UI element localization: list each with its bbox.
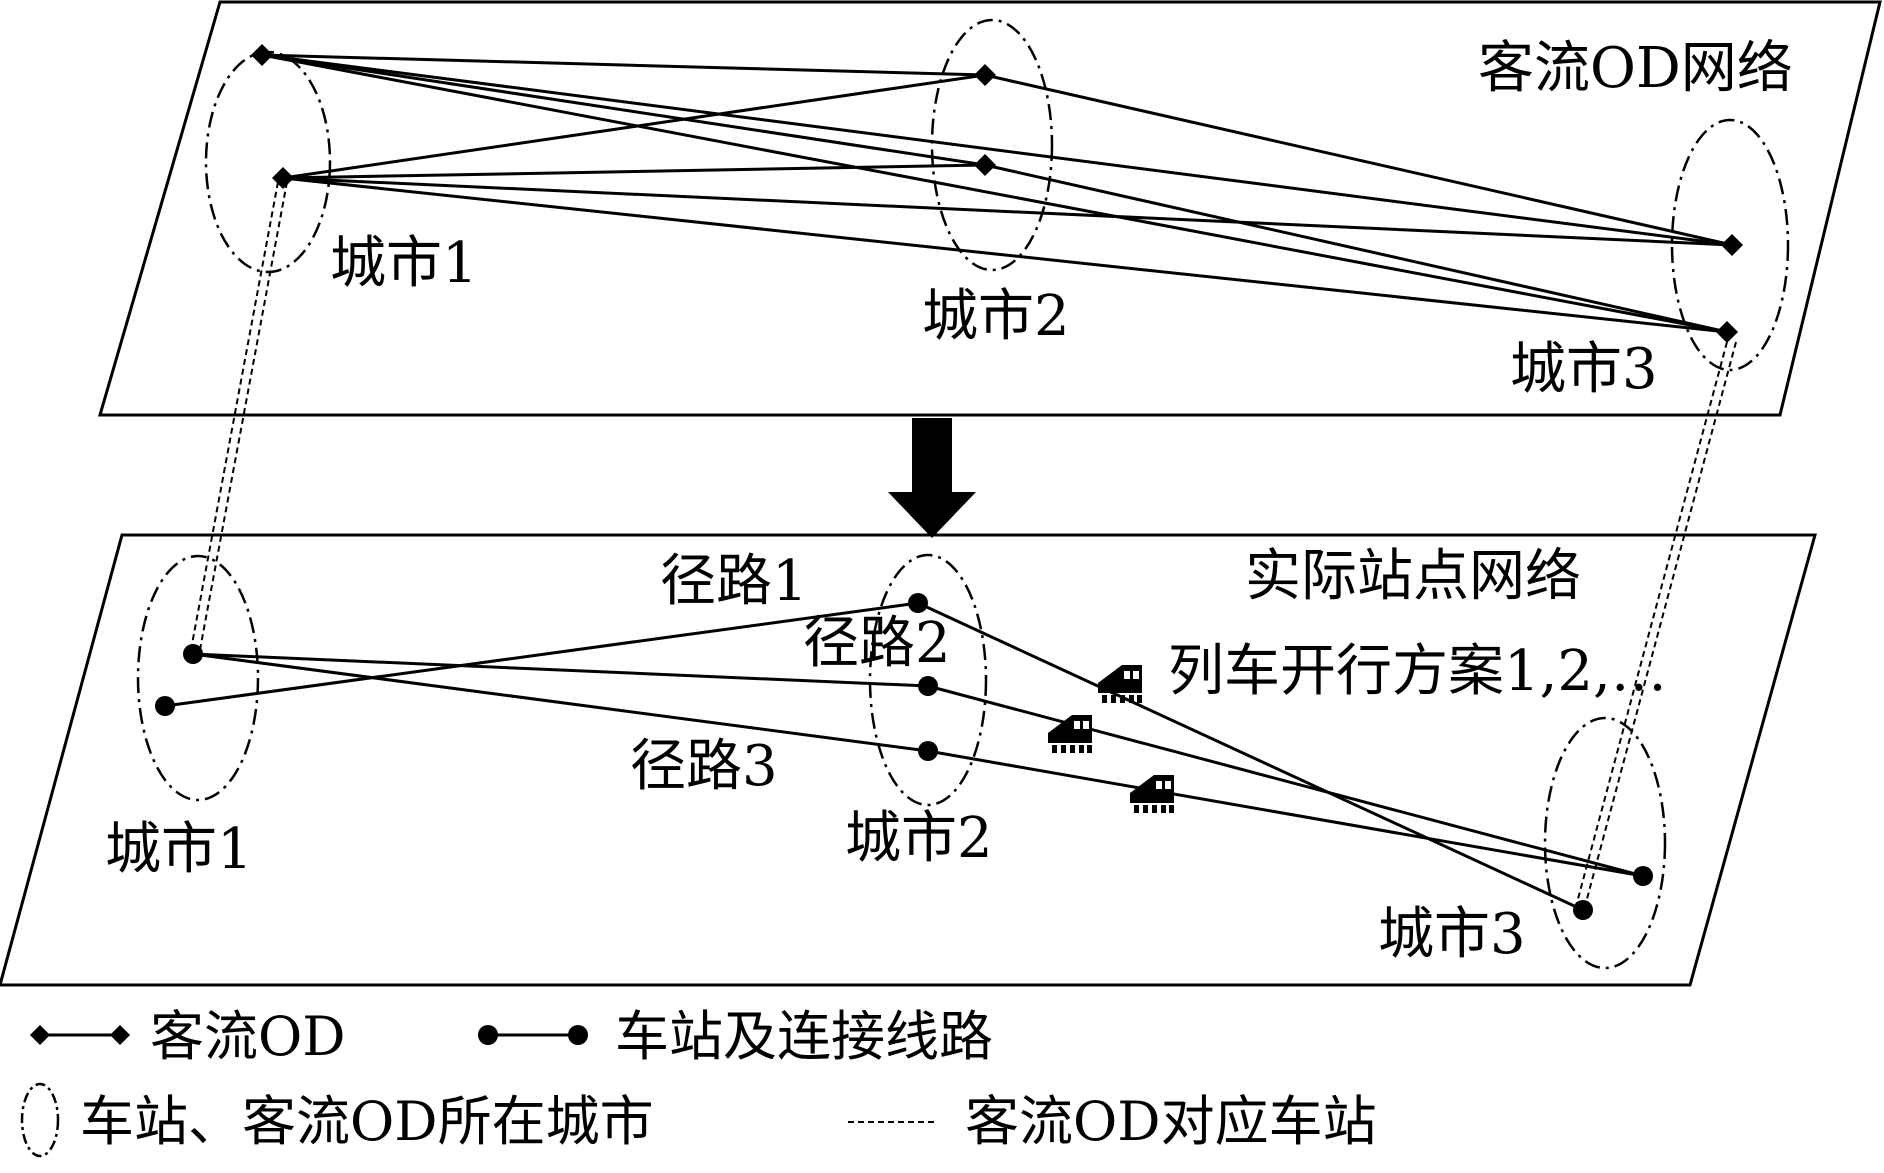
city2-label-top: 城市2: [922, 284, 1070, 349]
city3-region-bottom: [1543, 716, 1667, 970]
od-node: [974, 154, 996, 176]
city2-region-bottom: [868, 553, 988, 807]
od-flow-lines: [261, 53, 1733, 334]
od-network-title: 客流OD网络: [1478, 36, 1793, 101]
city2-region-top: [930, 18, 1054, 272]
train-icon: [1098, 665, 1142, 703]
city3-region-top: [1670, 118, 1790, 372]
city1-region-bottom: [136, 554, 260, 802]
od-node: [974, 64, 996, 86]
station-network-title: 实际站点网络: [1245, 544, 1581, 609]
station-lines: [164, 601, 1644, 912]
route3-label: 径路3: [630, 734, 778, 799]
od-network-layer: 客流OD网络 城市1 城市2 城市3: [98, 0, 1882, 417]
station-network-plane: [0, 533, 1817, 987]
legend-station-label: 车站及连接线路: [615, 1005, 993, 1068]
station-node: [908, 593, 928, 613]
legend-od-label: 客流OD: [150, 1005, 346, 1068]
legend-city-symbol: [20, 1082, 60, 1158]
legend-city-label: 车站、客流OD所在城市: [80, 1090, 654, 1153]
station-node: [918, 741, 938, 761]
city1-region-top: [204, 50, 332, 274]
od-node: [1716, 321, 1738, 343]
city2-label-bottom: 城市2: [845, 806, 993, 871]
city1-label-top: 城市1: [330, 231, 478, 296]
legend-correspondence-label: 客流OD对应车站: [965, 1090, 1377, 1153]
station-node: [1573, 900, 1593, 920]
station-node: [183, 644, 203, 664]
city3-label-top: 城市3: [1510, 337, 1658, 402]
station-node: [1633, 866, 1653, 886]
city1-label-bottom: 城市1: [105, 817, 253, 882]
od-node: [1721, 234, 1743, 256]
transform-arrow: [888, 418, 976, 538]
station-node: [918, 676, 938, 696]
station-nodes: [155, 593, 1653, 920]
legend-station-symbol: [478, 1025, 588, 1045]
legend: 客流OD 车站及连接线路 车站、客流OD所在城市 客流OD对应车站: [20, 1005, 1377, 1158]
train-icon: [1048, 715, 1092, 753]
od-node: [272, 167, 294, 189]
od-station-correspondence: [189, 181, 1737, 911]
city3-label-bottom: 城市3: [1378, 902, 1526, 967]
od-node: [251, 44, 273, 66]
od-network-plane: [98, 0, 1882, 417]
route2-label: 径路2: [803, 611, 951, 676]
train-plan-label: 列车开行方案1,2,…: [1168, 639, 1667, 704]
legend-od-symbol: [30, 1025, 130, 1045]
route1-label: 径路1: [660, 549, 808, 614]
train-icon: [1130, 775, 1174, 813]
od-nodes: [251, 44, 1743, 343]
station-network-layer: 实际站点网络 列车开行方案1,2,… 径路1 径路2 径路3 城市1 城市2 城…: [0, 533, 1817, 987]
station-node: [155, 696, 175, 716]
